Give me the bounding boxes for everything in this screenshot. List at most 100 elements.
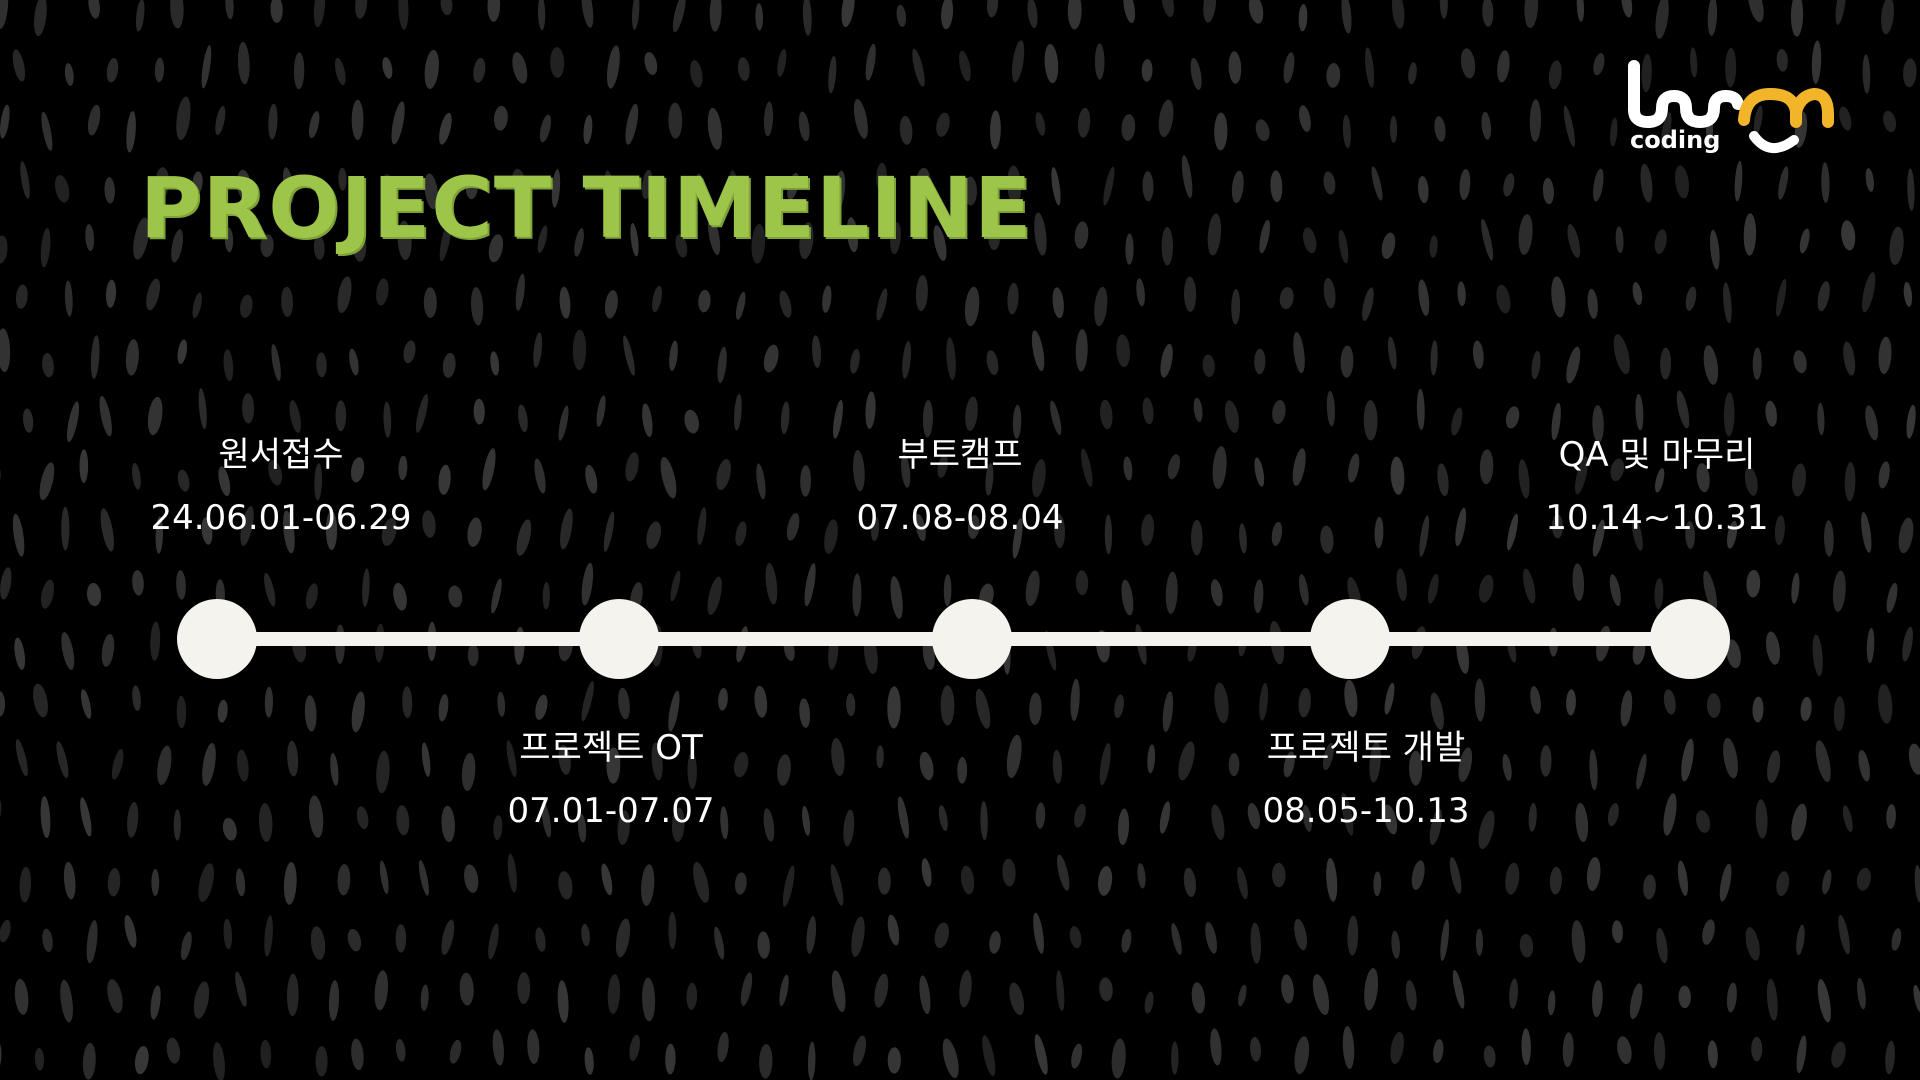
pattern-dash [201, 517, 213, 545]
pattern-dash [270, 0, 283, 23]
pattern-dash [982, 1035, 996, 1077]
pattern-dash [986, 350, 999, 376]
pattern-dash [1589, 749, 1598, 791]
pattern-dash [1374, 516, 1384, 549]
pattern-dash [754, 685, 768, 718]
pattern-dash [192, 171, 203, 195]
pattern-dash [1592, 405, 1604, 443]
pattern-dash [629, 1034, 640, 1062]
pattern-dash [1312, 974, 1330, 1016]
pattern-dash [916, 167, 931, 194]
pattern-dash [759, 1044, 773, 1079]
pattern-dash [1103, 166, 1115, 206]
pattern-dash [1205, 921, 1218, 954]
pattern-dash [423, 287, 437, 318]
step-label: QA 및 마무리 [1558, 435, 1756, 475]
pattern-dash [171, 229, 183, 263]
pattern-dash [1051, 166, 1061, 206]
pattern-dash [833, 399, 843, 439]
pattern-dash [1615, 226, 1624, 253]
pattern-dash [1685, 286, 1697, 311]
pattern-dash [1100, 399, 1113, 430]
pattern-dash [607, 974, 621, 1014]
pattern-dash [1878, 683, 1893, 724]
pattern-dash [1528, 802, 1537, 832]
pattern-dash [1817, 402, 1825, 435]
pattern-dash [1509, 978, 1519, 1009]
pattern-dash [1094, 43, 1105, 80]
pattern-dash [1566, 689, 1576, 716]
pattern-dash [393, 582, 407, 611]
pattern-dash [132, 570, 144, 596]
pattern-dash [1478, 574, 1494, 603]
timeline-node-4 [1310, 599, 1390, 679]
pattern-dash [61, 506, 70, 551]
pattern-dash [1497, 50, 1510, 83]
pattern-dash [42, 928, 53, 953]
pattern-dash [937, 455, 948, 478]
pattern-dash [833, 170, 846, 213]
pattern-dash [1529, 99, 1542, 142]
pattern-dash [1519, 933, 1534, 958]
pattern-dash [1833, 696, 1845, 731]
pattern-dash [843, 809, 855, 847]
pattern-dash [559, 286, 571, 319]
pattern-dash [1861, 512, 1872, 553]
pattern-dash [1161, 227, 1174, 266]
pattern-dash [708, 216, 721, 256]
pattern-dash [1384, 682, 1395, 715]
pattern-dash [465, 176, 478, 200]
pattern-dash [1835, 0, 1847, 25]
pattern-dash [1908, 743, 1920, 775]
pattern-dash [1158, 99, 1174, 138]
pattern-dash [822, 285, 832, 313]
pattern-dash [1430, 340, 1438, 376]
pattern-dash [1660, 347, 1672, 380]
pattern-dash [1228, 51, 1242, 84]
pattern-dash [1481, 111, 1492, 140]
pattern-dash [19, 866, 32, 903]
pattern-dash [581, 680, 594, 722]
pattern-dash [596, 395, 606, 427]
timeline-step-bootcamp: 부트캠프 07.08-08.04 [760, 433, 1160, 540]
pattern-dash [714, 926, 725, 960]
pattern-dash [1142, 171, 1154, 202]
timeline-step-project-ot: 프로젝트 OT 07.01-07.07 [411, 726, 811, 833]
pattern-dash [965, 396, 978, 431]
pattern-dash [1231, 170, 1244, 204]
pattern-dash [1459, 169, 1471, 200]
pattern-dash [1812, 634, 1823, 677]
pattern-dash [802, 805, 811, 836]
pattern-dash [1341, 0, 1352, 34]
pattern-dash [1449, 857, 1462, 894]
pattern-dash [1883, 110, 1897, 133]
pattern-dash [1839, 106, 1852, 131]
pattern-dash [1141, 514, 1155, 546]
pattern-dash [967, 515, 980, 539]
pattern-dash [1259, 682, 1269, 721]
pattern-dash [1391, 0, 1405, 29]
pattern-dash [1211, 804, 1225, 840]
pattern-dash [887, 914, 900, 946]
pattern-dash [1821, 162, 1830, 203]
timeline-node-1 [177, 599, 257, 679]
pattern-dash [260, 1039, 272, 1069]
pattern-dash [1160, 343, 1173, 378]
pattern-dash [876, 162, 887, 191]
pattern-dash [641, 169, 653, 200]
pattern-dash [1690, 47, 1698, 78]
pattern-dash [147, 396, 163, 436]
pattern-dash [135, 0, 145, 32]
pattern-dash [492, 1029, 504, 1066]
pattern-dash [922, 400, 933, 438]
pattern-dash [1592, 980, 1603, 1018]
pattern-dash [938, 805, 948, 832]
pattern-dash [583, 114, 593, 145]
pattern-dash [1067, 0, 1082, 30]
pattern-dash [328, 980, 340, 1021]
step-date: 07.01-07.07 [507, 791, 715, 831]
pattern-dash [12, 513, 25, 557]
pattern-dash [260, 234, 274, 258]
pattern-dash [1506, 513, 1519, 551]
